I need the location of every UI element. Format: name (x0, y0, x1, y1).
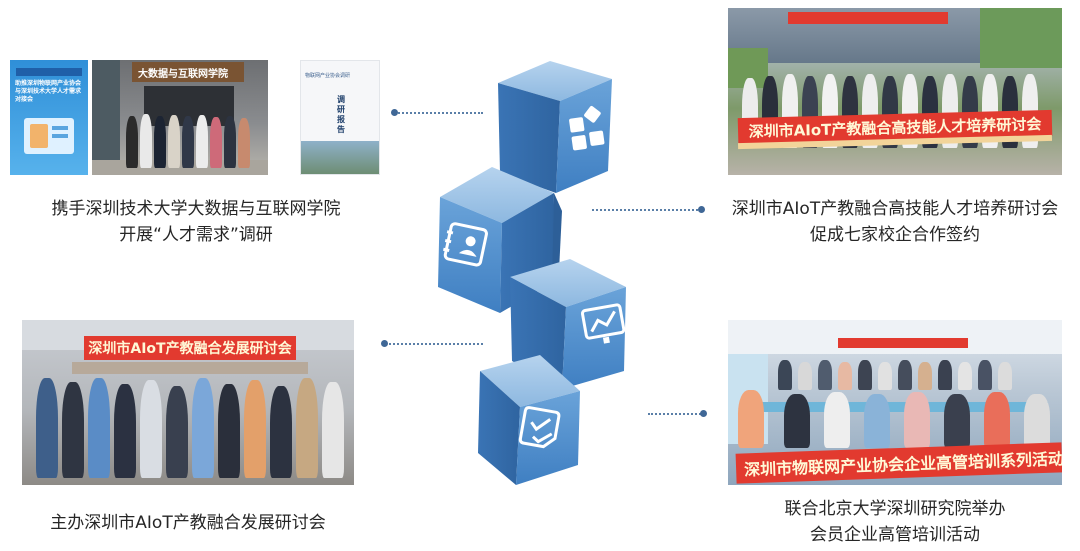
group-photo-seminar-bottom-left: 深圳市AIoT产教融合发展研讨会 (22, 320, 354, 485)
banner-bottom-left: 深圳市AIoT产教融合发展研讨会 (84, 336, 296, 360)
contact-card-icon (443, 222, 488, 267)
cube-stack (438, 61, 626, 485)
building-sign: 大数据与互联网学院 (138, 69, 228, 80)
connector-dot-top-left (391, 109, 398, 116)
connector-top-right (592, 209, 702, 211)
checklist-icon (518, 406, 561, 449)
caption-bottom-left: 主办深圳市AIoT产教融合发展研讨会 (50, 513, 326, 533)
group-photo-seminar-top-right: 深圳市AIoT产教融合高技能人才培养研讨会 (728, 8, 1062, 175)
cube-4 (478, 355, 580, 485)
connector-dot-top-right (698, 206, 705, 213)
group-photo-training-bottom-right: 深圳市物联网产业协会企业高管培训系列活动 (728, 320, 1062, 485)
banner-bottom-right: 深圳市物联网产业协会企业高管培训系列活动 (735, 442, 1062, 484)
poster-image: 助推深圳物联网产业协会与深圳技术大学人才需求对接会 (10, 60, 88, 175)
grid-apps-icon (569, 106, 605, 151)
report-cover-image: 物联网产业协会调研 调研报告 (300, 60, 380, 175)
connector-bottom-left (385, 343, 483, 345)
presentation-chart-icon (580, 303, 626, 344)
group-photo-building: 大数据与互联网学院 (92, 60, 268, 175)
connector-top-left (395, 112, 483, 114)
panel-top-left: 助推深圳物联网产业协会与深圳技术大学人才需求对接会 大数据与互联网学院 物联网产… (10, 60, 380, 175)
caption-top-left: 携手深圳技术大学大数据与互联网学院 开展“人才需求”调研 (51, 199, 341, 245)
caption-bottom-right: 联合北京大学深圳研究院举办 会员企业高管培训活动 (784, 499, 1006, 545)
poster-text: 助推深圳物联网产业协会与深圳技术大学人才需求对接会 (15, 80, 82, 103)
connector-dot-bottom-right (700, 410, 707, 417)
report-header: 物联网产业协会调研 (305, 73, 351, 79)
report-title: 调研报告 (337, 95, 345, 134)
cube-1 (498, 61, 612, 193)
connector-dot-bottom-left (381, 340, 388, 347)
connector-bottom-right (648, 413, 704, 415)
caption-top-right: 深圳市AIoT产教融合高技能人才培养研讨会 促成七家校企合作签约 (731, 199, 1059, 245)
